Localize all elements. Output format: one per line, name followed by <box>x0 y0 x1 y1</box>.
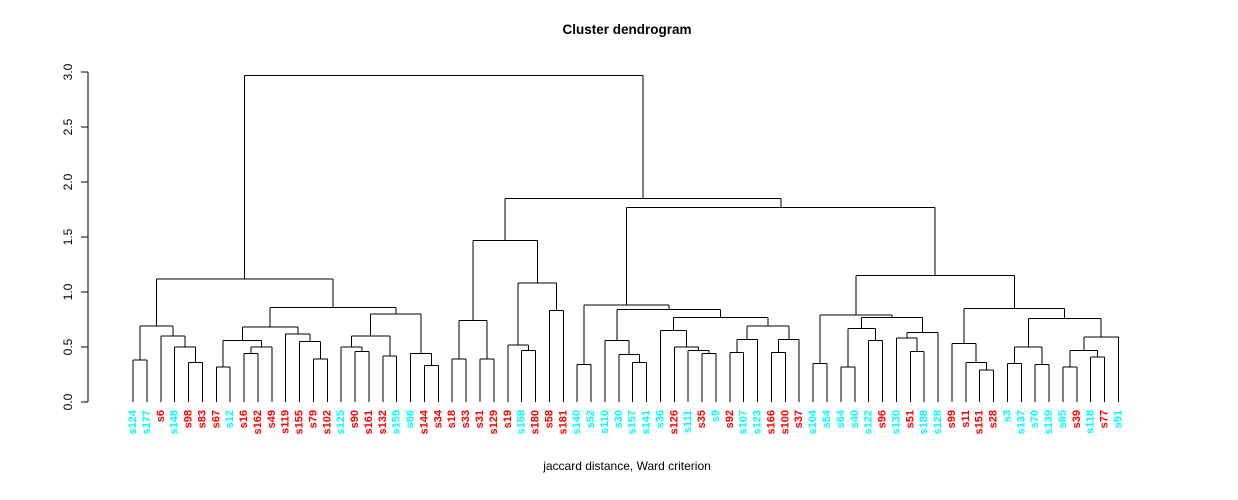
leaf-label: s67 <box>210 410 222 428</box>
leaf-label: s137 <box>1015 410 1027 434</box>
y-tick-label: 3.0 <box>61 63 75 80</box>
leaf-label: s3 <box>1001 410 1013 422</box>
leaf-label: s100 <box>779 410 791 434</box>
y-tick-label: 1.0 <box>61 283 75 300</box>
leaf-label: s180 <box>530 410 542 434</box>
leaf-label: s162 <box>252 410 264 434</box>
leaf-label: s128 <box>932 410 944 434</box>
leaf-label: s51 <box>904 410 916 428</box>
leaf-label: s158 <box>516 410 528 434</box>
leaf-label: s141 <box>641 410 653 434</box>
leaf-label: s52 <box>585 410 597 428</box>
y-tick-label: 0.5 <box>61 338 75 355</box>
leaf-label: s126 <box>668 410 680 434</box>
leaf-label: s151 <box>974 410 986 434</box>
y-tick-label: 1.5 <box>61 228 75 245</box>
leaf-label: s98 <box>183 410 195 428</box>
leaf-label: s125 <box>335 410 347 434</box>
leaf-label: s118 <box>1085 410 1097 434</box>
dendrogram-links <box>132 74 1119 402</box>
leaf-label: s34 <box>432 409 444 428</box>
leaf-label: s49 <box>266 410 278 428</box>
leaf-label: s119 <box>280 410 292 434</box>
leaf-label: s79 <box>307 410 319 428</box>
leaf-label: s139 <box>1043 410 1055 434</box>
leaf-label: s35 <box>696 410 708 428</box>
leaf-label: s102 <box>321 410 333 434</box>
leaf-label: s83 <box>196 410 208 428</box>
leaf-label: s64 <box>835 409 847 428</box>
leaf-label: s111 <box>682 410 694 433</box>
leaf-label: s110 <box>599 410 611 434</box>
leaf-label: s188 <box>918 410 930 434</box>
leaf-label: s58 <box>543 410 555 428</box>
leaf-label: s30 <box>613 410 625 428</box>
leaf-label: s104 <box>807 409 819 434</box>
leaf-label: s12 <box>224 410 236 428</box>
y-tick-label: 0.0 <box>61 393 75 410</box>
leaf-label: s96 <box>877 410 889 428</box>
leaf-label: s177 <box>141 410 153 434</box>
x-axis-label: jaccard distance, Ward criterion <box>543 459 711 473</box>
leaf-label: s159 <box>391 410 403 434</box>
leaf-label: s33 <box>460 410 472 428</box>
y-axis: 0.0 0.5 1.0 1.5 2.0 2.5 3.0 <box>61 63 89 410</box>
leaf-label: s85 <box>1057 410 1069 428</box>
leaf-label: s31 <box>474 410 486 428</box>
leaf-label: s66 <box>405 410 417 428</box>
leaf-label: s39 <box>1071 410 1083 428</box>
leaf-label: s140 <box>571 410 583 434</box>
leaf-label: s129 <box>488 410 500 434</box>
leaf-label: s6 <box>155 410 167 422</box>
leaf-label: s107 <box>738 410 750 434</box>
leaf-label: s28 <box>988 410 1000 428</box>
leaf-label: s77 <box>1099 410 1111 428</box>
leaf-label: s37 <box>793 410 805 428</box>
leaf-label: s124 <box>127 409 139 434</box>
leaf-label: s132 <box>377 410 389 434</box>
leaf-label: s161 <box>363 410 375 434</box>
leaf-label: s16 <box>238 410 250 428</box>
leaf-label: s99 <box>946 410 958 428</box>
leaf-label: s181 <box>557 410 569 434</box>
leaf-label: s19 <box>502 410 514 428</box>
y-tick-label: 2.5 <box>61 118 75 135</box>
leaf-label: s157 <box>627 410 639 434</box>
leaf-label: s130 <box>890 410 902 434</box>
leaf-label: s36 <box>654 410 666 428</box>
leaf-label: s70 <box>1029 410 1041 428</box>
leaf-label: s92 <box>724 410 736 428</box>
leaf-label: s18 <box>446 410 458 428</box>
leaf-label: s40 <box>849 410 861 428</box>
leaf-label: s122 <box>863 410 875 434</box>
chart-title: Cluster dendrogram <box>562 22 692 37</box>
leaf-label: s11 <box>960 410 972 428</box>
leaf-label: s91 <box>1112 410 1124 428</box>
y-tick-label: 2.0 <box>61 173 75 190</box>
leaf-label: s166 <box>765 410 777 434</box>
leaf-label: s9 <box>710 410 722 422</box>
leaf-label: s144 <box>418 409 430 434</box>
leaf-label: s90 <box>349 410 361 428</box>
leaf-label: s148 <box>169 410 181 434</box>
leaf-label: s155 <box>294 410 306 434</box>
leaf-label: s123 <box>752 410 764 434</box>
leaf-label: s54 <box>821 409 833 428</box>
